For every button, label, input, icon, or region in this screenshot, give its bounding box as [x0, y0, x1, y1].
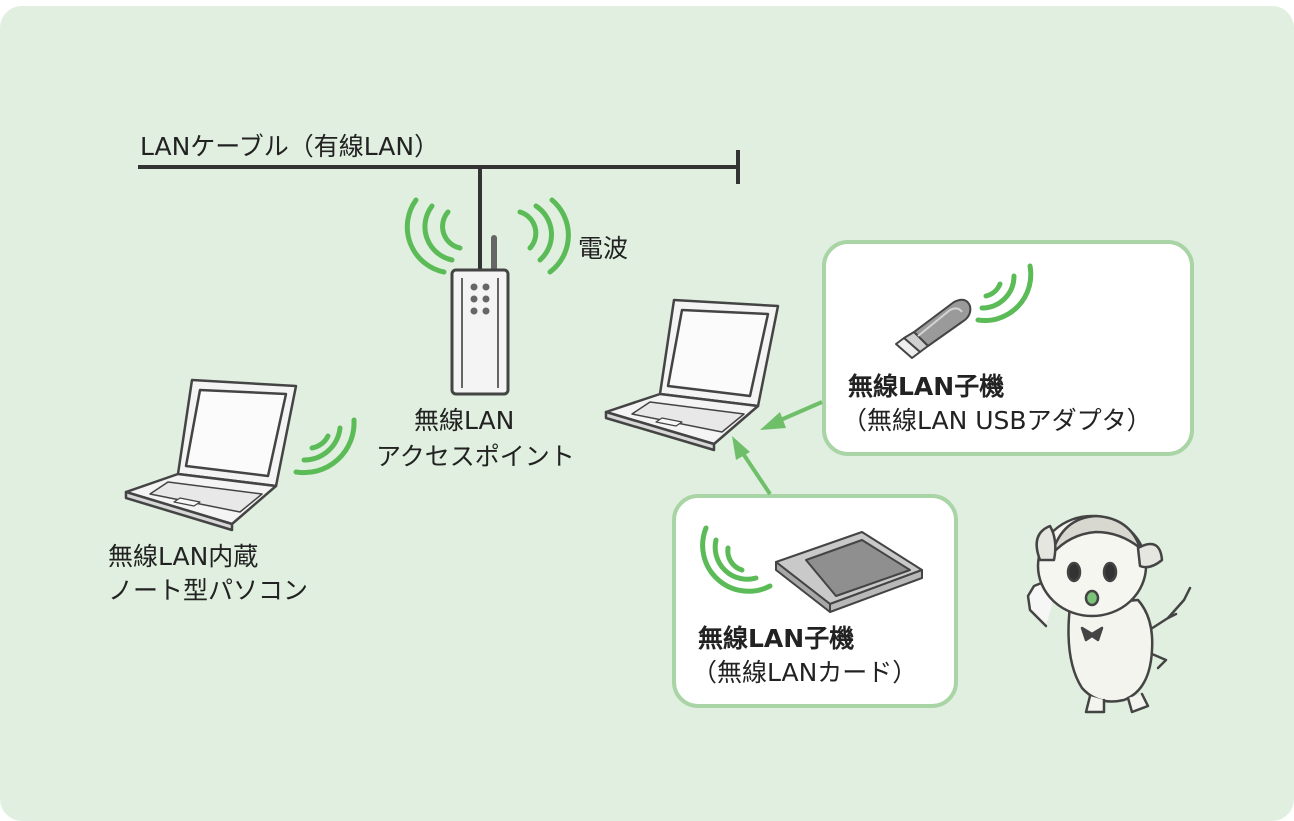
- lan-cable: [138, 150, 740, 272]
- cable-label: LANケーブル（有線LAN）: [140, 132, 440, 161]
- builtin-laptop-label-line1: 無線LAN内蔵: [108, 542, 259, 571]
- laptop-right: [604, 298, 780, 452]
- mascot-character: [1026, 514, 1192, 714]
- wave-icon-ap-right: [517, 197, 571, 275]
- access-point-device: [450, 235, 510, 396]
- lan-card-device: [775, 531, 923, 613]
- wave-icon-ap-left: [404, 197, 463, 275]
- lan-card-label-line1: 無線LAN子機: [698, 624, 855, 653]
- access-point-label-line1: 無線LAN: [414, 406, 515, 435]
- usb-adapter-device: [895, 298, 972, 359]
- usb-adapter-label-line2: （無線LAN USBアダプタ）: [842, 406, 1152, 435]
- arrow-from-lan-card: [732, 436, 772, 496]
- wave-icon-lan-card: [700, 525, 773, 594]
- wave-label: 電波: [578, 234, 629, 263]
- access-point-label-line2: アクセスポイント: [376, 442, 575, 471]
- usb-adapter-label-line1: 無線LAN子機: [848, 372, 1005, 401]
- builtin-laptop-label-line2: ノート型パソコン: [108, 576, 309, 605]
- laptop-left: [124, 378, 298, 532]
- usb-adapter-box: [822, 240, 1194, 456]
- lan-card-label-line2: （無線LANカード）: [692, 658, 918, 687]
- arrow-from-usb-adapter: [760, 400, 823, 430]
- wave-icon-laptop-left: [293, 417, 357, 476]
- wave-icon-usb-adapter: [975, 263, 1034, 323]
